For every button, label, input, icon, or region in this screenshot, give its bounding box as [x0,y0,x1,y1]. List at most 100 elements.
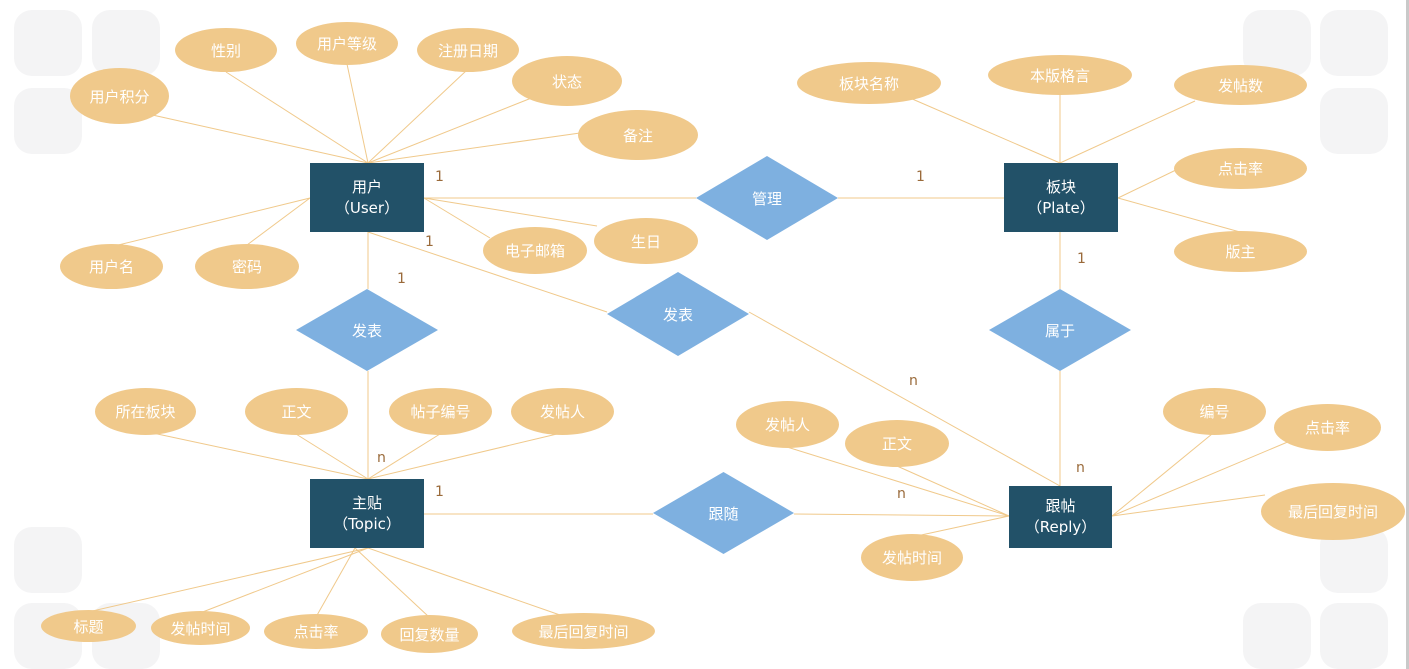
connector-line [246,197,311,246]
entity-reply[interactable]: 跟帖 （Reply） [1009,486,1112,548]
connector-line [748,311,1061,487]
relationship-belong[interactable]: 属于 [989,289,1131,371]
connector-line [354,547,430,618]
connector-line [909,97,1061,164]
connector-line [423,197,598,227]
attribute-topic-replycount[interactable]: 回复数量 [381,615,478,653]
entity-topic[interactable]: 主贴 （Topic） [310,479,424,548]
attribute-topic-poster[interactable]: 发帖人 [511,388,614,435]
attribute-reply-id[interactable]: 编号 [1163,388,1266,435]
attribute-user-birthday[interactable]: 生日 [594,218,698,264]
attribute-reply-posttime[interactable]: 发帖时间 [861,534,963,581]
attribute-topic-body[interactable]: 正文 [245,388,348,435]
cardinality-label: 1 [425,234,434,250]
attribute-plate-name[interactable]: 板块名称 [797,62,941,104]
connector-line [295,433,369,480]
background-tile [1320,603,1388,669]
attribute-user-points[interactable]: 用户积分 [70,68,169,124]
attribute-plate-postcount[interactable]: 发帖数 [1174,65,1307,105]
vertical-scrollbar[interactable] [1406,0,1409,669]
connector-line [315,547,356,618]
connector-line [1111,440,1291,517]
attribute-topic-title[interactable]: 标题 [41,610,136,642]
attribute-topic-posttime[interactable]: 发帖时间 [151,611,250,645]
relationship-label: 属于 [1044,321,1075,340]
relationship-post-reply[interactable]: 发表 [607,272,749,356]
connector-line [87,547,369,613]
diamond-shape [696,156,838,240]
attribute-reply-lastreply[interactable]: 最后回复时间 [1261,483,1405,540]
cardinality-label: 1 [435,484,444,500]
relationship-post-topic[interactable]: 发表 [296,289,438,371]
connector-line [896,465,1010,517]
connector-line [423,197,491,239]
connector-line [199,547,369,614]
attribute-topic-clickrate[interactable]: 点击率 [264,614,368,649]
background-tile [14,527,82,593]
connector-line [225,71,369,164]
cardinality-label: 1 [435,169,444,185]
connector-line [147,431,369,480]
entity-name: 用户 [351,177,382,196]
attribute-reply-poster[interactable]: 发帖人 [736,401,839,448]
relationship-label: 发表 [662,305,693,324]
attribute-plate-clickrate[interactable]: 点击率 [1174,148,1307,189]
connector-line [793,513,1010,517]
connector-line [367,547,561,616]
connector-line [786,446,1010,517]
attribute-user-regdate[interactable]: 注册日期 [417,28,519,72]
background-tile [92,10,160,76]
relationship-manage[interactable]: 管理 [696,156,838,240]
entity-user[interactable]: 用户 （User） [310,163,424,232]
cardinality-label: n [909,373,918,389]
connector-line [367,69,468,164]
attribute-user-level[interactable]: 用户等级 [296,22,398,65]
attribute-user-name[interactable]: 用户名 [60,244,163,289]
attribute-topic-id[interactable]: 帖子编号 [389,388,492,435]
connector-line [1111,494,1266,517]
attribute-plate-moderator[interactable]: 版主 [1174,231,1307,272]
connector-line [1117,197,1241,233]
connector-line [1117,168,1179,199]
relationship-label: 管理 [751,189,782,208]
attribute-user-status[interactable]: 状态 [512,56,622,106]
diamond-shape [989,289,1131,371]
attribute-user-gender[interactable]: 性别 [175,28,277,72]
connector-line [911,515,1010,538]
entity-english-name: （Reply） [1024,518,1097,536]
attribute-user-remark[interactable]: 备注 [578,110,698,160]
attribute-reply-clickrate[interactable]: 点击率 [1274,404,1381,451]
cardinality-label: n [377,450,386,466]
attribute-user-password[interactable]: 密码 [195,244,299,289]
relationship-label: 发表 [351,321,382,340]
entity-plate[interactable]: 板块 （Plate） [1004,163,1118,232]
diamond-shape [296,289,438,371]
attribute-reply-body[interactable]: 正文 [845,420,949,467]
background-tile [1320,10,1388,76]
connector-line [109,197,311,248]
relationship-follow[interactable]: 跟随 [653,472,794,554]
background-tile [1320,88,1388,154]
connector-line [1059,100,1196,164]
cardinality-label: 1 [397,271,406,287]
connector-line [346,63,369,164]
attribute-topic-lastreply[interactable]: 最后回复时间 [512,613,655,649]
diamond-shape [607,272,749,356]
connector-line [147,113,369,164]
cardinality-label: 1 [1077,251,1086,267]
attribute-topic-plate[interactable]: 所在板块 [95,388,196,435]
connector-line [367,433,441,480]
relationship-label: 跟随 [708,504,739,523]
entity-name: 跟帖 [1045,497,1076,515]
diamond-shape [653,472,794,554]
entity-name: 主贴 [351,493,382,512]
entity-english-name: （Plate） [1027,198,1095,217]
attribute-user-email[interactable]: 电子邮箱 [483,227,587,274]
cardinality-label: 1 [916,169,925,185]
connector-line [367,96,535,164]
attribute-plate-motto[interactable]: 本版格言 [988,55,1132,95]
connector-line [367,132,581,164]
entity-english-name: （Topic） [333,514,401,533]
